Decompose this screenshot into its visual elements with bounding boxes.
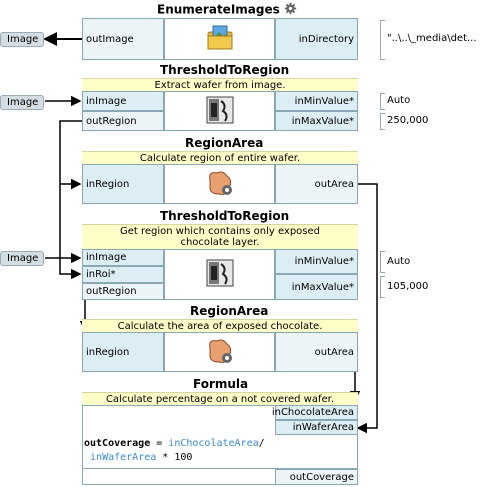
formula-lhs: outCoverage: [84, 438, 151, 449]
out-coverage-port[interactable]: outCoverage: [275, 469, 358, 485]
in-directory-value[interactable]: "..\..\_media\det...: [387, 33, 477, 44]
node-description: Calculate the area of exposed chocolate.: [82, 319, 358, 332]
param-bracket: [380, 251, 385, 273]
in-chocolate-area-port[interactable]: inChocolateArea: [272, 405, 358, 420]
out-area-port[interactable]: outArea: [275, 164, 358, 204]
node-title: RegionArea: [185, 136, 264, 150]
formula-var-wafer: inWaferArea: [90, 452, 157, 463]
in-image-port[interactable]: inImage: [82, 249, 164, 266]
node-description: Calculate percentage on a not covered wa…: [82, 392, 358, 405]
wire-waferarea: [356, 183, 378, 434]
formula-op: =: [150, 438, 169, 449]
formula-var-chocolate: inChocolateArea: [168, 438, 259, 449]
folder-images-icon: [205, 23, 235, 56]
in-region-port[interactable]: inRegion: [82, 332, 164, 372]
param-bracket: [380, 20, 385, 60]
threshold-to-region-node[interactable]: [164, 91, 275, 131]
param-bracket: [380, 93, 385, 110]
out-region-port[interactable]: outRegion: [82, 111, 164, 131]
region-area-node[interactable]: [164, 332, 275, 372]
in-max-value-port[interactable]: inMaxValue*: [275, 274, 358, 300]
param-bracket: [380, 113, 385, 130]
node-description: Calculate region of entire wafer.: [82, 151, 358, 164]
region-area-icon: [205, 336, 235, 369]
in-max-value-value[interactable]: 105,000: [387, 281, 429, 292]
in-max-value-port[interactable]: inMaxValue*: [275, 111, 358, 131]
out-image-port[interactable]: outImage: [82, 18, 164, 60]
in-min-value-value[interactable]: Auto: [387, 256, 411, 267]
in-wafer-area-port[interactable]: inWaferArea: [275, 420, 358, 435]
node-title: ThresholdToRegion: [160, 63, 290, 77]
out-area-port[interactable]: outArea: [275, 332, 358, 372]
threshold-icon: [205, 95, 235, 128]
gear-icon: [284, 2, 297, 18]
threshold-to-region-node[interactable]: [164, 249, 275, 300]
wire-outregion-1: [59, 120, 82, 190]
image-input-chip-1[interactable]: Image: [0, 95, 44, 110]
in-region-port[interactable]: inRegion: [82, 164, 164, 204]
enumerate-images-node[interactable]: [164, 18, 275, 60]
threshold-icon: [205, 258, 235, 291]
param-bracket: [380, 276, 385, 298]
node-title: EnumerateImages: [157, 2, 297, 18]
out-region-port[interactable]: outRegion: [82, 283, 164, 300]
in-directory-port[interactable]: inDirectory: [275, 18, 358, 60]
formula-divider: [82, 468, 358, 469]
node-description: Extract wafer from image.: [82, 78, 358, 91]
node-title: RegionArea: [190, 304, 269, 318]
in-image-port[interactable]: inImage: [82, 91, 164, 111]
image-input-chip-2[interactable]: Image: [0, 251, 44, 266]
in-min-value-port[interactable]: inMinValue*: [275, 91, 358, 111]
node-title: Formula: [193, 377, 249, 391]
wire-outregion-1b: [59, 184, 82, 280]
formula-div: /: [258, 438, 265, 449]
region-area-node[interactable]: [164, 164, 275, 204]
region-area-icon: [205, 168, 235, 201]
in-min-value-value[interactable]: Auto: [387, 95, 411, 106]
node-description: Get region which contains only exposed c…: [82, 224, 358, 249]
node-title: ThresholdToRegion: [160, 209, 290, 223]
in-max-value-value[interactable]: 250,000: [387, 115, 429, 126]
formula-expression[interactable]: outCoverage = inChocolateArea/ inWaferAr…: [84, 437, 354, 465]
in-min-value-port[interactable]: inMinValue*: [275, 249, 358, 274]
in-roi-port[interactable]: inRoi*: [82, 266, 164, 283]
formula-rest: * 100: [156, 452, 193, 463]
image-output-chip[interactable]: Image: [0, 32, 44, 47]
